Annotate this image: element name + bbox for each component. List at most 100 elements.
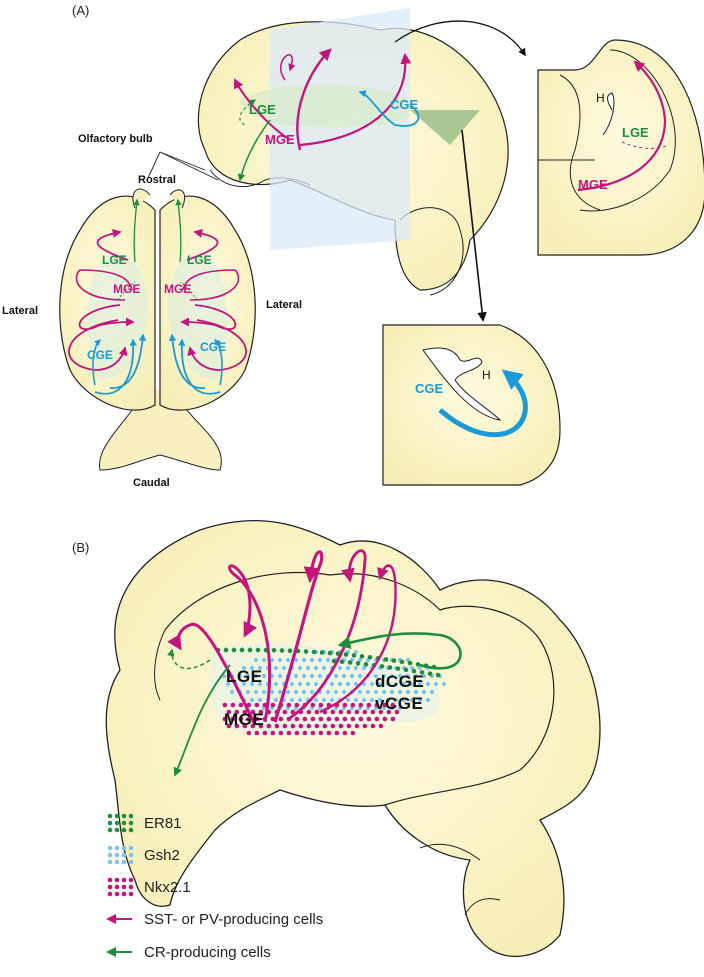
- legend-dot: [121, 859, 127, 865]
- legend-dot: [114, 820, 120, 826]
- expression-dot: [353, 681, 359, 687]
- expression-dot: [401, 697, 407, 703]
- expression-dot: [358, 716, 364, 722]
- expression-dot: [350, 730, 356, 736]
- expression-dot: [393, 697, 399, 703]
- expression-dot: [334, 730, 340, 736]
- nkx21-dots: [222, 702, 400, 736]
- expression-dot: [407, 660, 413, 666]
- expression-dot: [362, 709, 368, 715]
- expression-dot: [385, 697, 391, 703]
- expression-dot: [317, 657, 323, 663]
- panel-b-label: (B): [72, 540, 90, 555]
- legend-dot: [128, 884, 134, 890]
- legend-dot: [128, 891, 134, 897]
- expression-dot: [413, 689, 419, 695]
- expression-dot: [327, 650, 333, 656]
- expression-dot: [302, 730, 308, 736]
- expression-dot: [270, 730, 276, 736]
- expression-dot: [222, 702, 228, 708]
- legend-label-gsh2: Gsh2: [144, 846, 180, 864]
- legend-dot: [121, 813, 127, 819]
- expression-dot: [286, 702, 292, 708]
- expression-dot: [238, 716, 244, 722]
- expression-dot: [419, 670, 425, 675]
- legend-dot: [107, 877, 113, 883]
- expression-dot: [331, 658, 337, 664]
- expression-dot: [245, 689, 251, 695]
- expression-dot: [342, 716, 348, 722]
- expression-dot: [390, 716, 396, 722]
- expression-dot: [293, 673, 299, 679]
- expression-dot: [401, 681, 407, 687]
- expression-dot: [301, 673, 307, 679]
- expression-dot: [297, 697, 303, 703]
- panel-a-label: (A): [72, 3, 90, 18]
- expression-dot: [373, 673, 379, 679]
- expression-dot: [374, 702, 380, 708]
- expression-dot: [285, 657, 291, 663]
- expression-dot: [231, 647, 237, 653]
- legend-dot: [114, 859, 120, 865]
- section-plane: [270, 8, 410, 250]
- expression-dot: [421, 689, 427, 695]
- to-coronal-arrow: [394, 20, 526, 57]
- expression-dot: [318, 730, 324, 736]
- legend-dot: [128, 827, 134, 833]
- expression-dot: [326, 716, 332, 722]
- expression-dot: [354, 723, 360, 729]
- expression-dot: [290, 723, 296, 729]
- lateral-left-label: Lateral: [2, 305, 39, 317]
- expression-dot: [249, 681, 255, 687]
- expression-dot: [277, 673, 283, 679]
- expression-dot: [234, 723, 240, 729]
- expression-dot: [370, 709, 376, 715]
- expression-dot: [282, 723, 288, 729]
- coronal-h-label: H: [596, 91, 605, 105]
- caudal-cge-label: CGE: [415, 381, 444, 396]
- panel-b-lge-label: LGE: [226, 667, 263, 686]
- legend-dot: [128, 845, 134, 851]
- expression-dot: [294, 730, 300, 736]
- legend-dot: [114, 877, 120, 883]
- expression-dot: [429, 689, 435, 695]
- expression-dot: [310, 730, 316, 736]
- expression-dot: [343, 652, 349, 657]
- expression-dot: [355, 661, 361, 666]
- expression-dot: [293, 689, 299, 695]
- expression-dot: [346, 723, 352, 729]
- expression-dot: [238, 702, 244, 708]
- side-mge-label: MGE: [265, 132, 295, 147]
- legend-dot: [128, 877, 134, 883]
- expression-dot: [395, 666, 401, 671]
- legend-dot: [128, 852, 134, 858]
- expression-dot: [230, 716, 236, 722]
- top-left-mge-label: MGE: [113, 282, 141, 296]
- expression-dot: [425, 697, 431, 703]
- expression-dot: [258, 709, 264, 715]
- expression-dot: [223, 647, 229, 653]
- expression-dot: [303, 649, 309, 654]
- expression-dot: [286, 730, 292, 736]
- caudal-label: Caudal: [133, 477, 170, 489]
- expression-dot: [365, 689, 371, 695]
- expression-dot: [242, 709, 248, 715]
- legend-dot: [107, 891, 113, 897]
- expression-dot: [337, 681, 343, 687]
- legend-label-er81: ER81: [144, 814, 182, 832]
- expression-dot: [281, 665, 287, 671]
- expression-dot: [222, 716, 228, 722]
- side-lge-label: LGE: [249, 102, 276, 117]
- expression-dot: [318, 716, 324, 722]
- expression-dot: [389, 689, 395, 695]
- expression-dot: [277, 657, 283, 663]
- expression-dot: [261, 657, 267, 663]
- expression-dot: [271, 647, 277, 653]
- expression-dot: [230, 702, 236, 708]
- expression-dot: [258, 723, 264, 729]
- legend-dot: [107, 859, 113, 865]
- expression-dot: [254, 702, 260, 708]
- expression-dot: [393, 681, 399, 687]
- expression-dot: [306, 723, 312, 729]
